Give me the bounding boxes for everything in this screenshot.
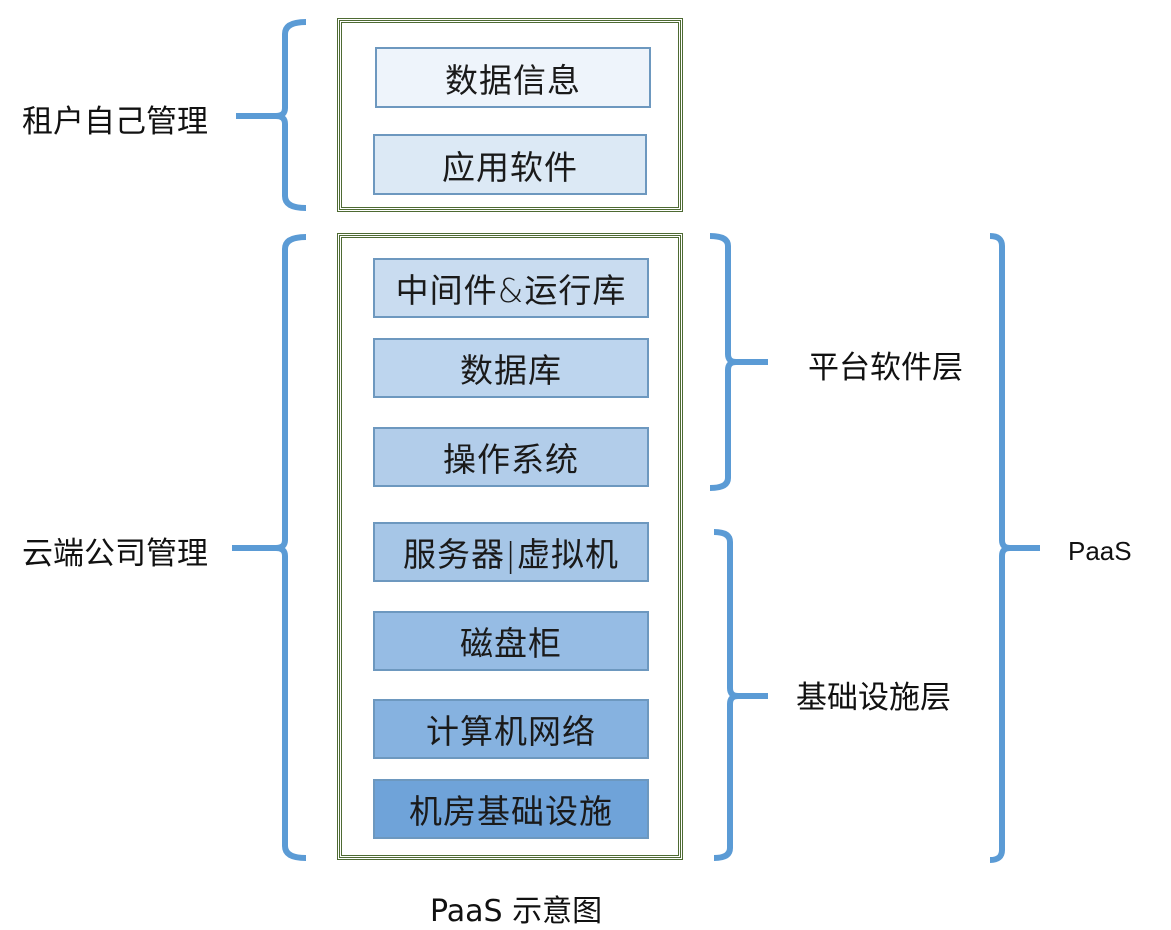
diagram-caption: PaaS 示意图 — [430, 894, 603, 929]
layer-middleware-runtime: 中间件&运行库 — [373, 258, 649, 318]
brackets-layer — [232, 19, 1040, 863]
layer-database: 数据库 — [373, 338, 649, 398]
infrastructure-layer-label: 基础设施层 — [796, 680, 951, 716]
layer-server-vm: 服务器|虚拟机 — [373, 522, 649, 582]
provider-managed-label: 云端公司管理 — [22, 536, 208, 572]
bracket-provider — [232, 234, 307, 861]
layer-computer-network: 计算机网络 — [373, 699, 649, 759]
tenant-frame: 数据信息 应用软件 — [337, 18, 683, 212]
bracket-infrastructure — [713, 529, 768, 861]
layer-application-software: 应用软件 — [373, 134, 647, 195]
paas-label: PaaS — [1068, 536, 1132, 566]
bracket-tenant — [236, 19, 307, 211]
layer-disk-cabinet: 磁盘柜 — [373, 611, 649, 671]
layer-data-info: 数据信息 — [375, 47, 651, 108]
provider-frame: 中间件&运行库 数据库 操作系统 服务器|虚拟机 磁盘柜 计算机网络 机房基础设… — [337, 233, 683, 860]
platform-software-layer-label: 平台软件层 — [808, 350, 963, 386]
layer-operating-system: 操作系统 — [373, 427, 649, 487]
tenant-managed-label: 租户自己管理 — [22, 104, 208, 140]
bracket-platform — [709, 233, 768, 491]
bracket-paas — [989, 233, 1040, 863]
layer-datacenter-infrastructure: 机房基础设施 — [373, 779, 649, 839]
